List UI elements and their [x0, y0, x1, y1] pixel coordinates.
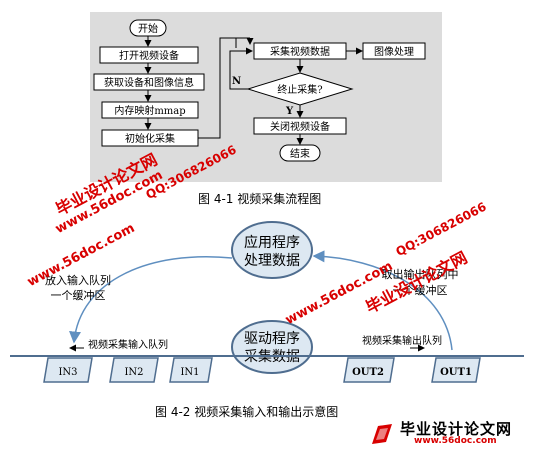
- app-node-line2: 处理数据: [244, 253, 300, 269]
- right-note-line2: 一个缓冲区: [393, 283, 448, 297]
- logo-icon: [372, 424, 392, 444]
- driver-node-line1: 驱动程序: [244, 331, 300, 347]
- input-buffer-in2: [109, 357, 159, 383]
- in1-label: IN1: [180, 367, 199, 378]
- input-buffer-in1: [169, 357, 213, 383]
- open-device-label: 打开视频设备: [119, 49, 179, 62]
- figure-4-2-caption: 图 4-2 视频采集输入和输出示意图: [155, 405, 339, 419]
- logo-text-cn: 毕业设计论文网: [400, 420, 513, 438]
- open-device-step: [99, 46, 199, 64]
- left-note-line2: 一个缓冲区: [51, 288, 106, 302]
- close-device-label: 关闭视频设备: [270, 120, 330, 133]
- get-info-label: 获取设备和图像信息: [104, 76, 194, 89]
- in2-label: IN2: [124, 367, 143, 378]
- figure-4-2-diagram: 应用程序 处理数据 驱动程序 采集数据 放入输入队列 一个缓冲区 取出输出队列中…: [0, 210, 534, 410]
- driver-capture-node: [231, 320, 313, 374]
- image-process-label: 图像处理: [374, 46, 414, 58]
- output-buffer-out1: [431, 357, 481, 383]
- end-label: 结束: [290, 147, 310, 160]
- stop-decision-label: 终止采集?: [277, 83, 322, 96]
- right-note-line1: 取出输出队列中: [382, 267, 459, 281]
- end-node: [279, 144, 321, 162]
- out2-label: OUT2: [352, 367, 384, 378]
- capture-data-label: 采集视频数据: [270, 45, 330, 58]
- input-buffer-in3: [43, 357, 93, 383]
- logo-text-url: www.56doc.com: [414, 436, 497, 446]
- in3-label: IN3: [58, 367, 77, 378]
- input-queue-label: 视频采集输入队列: [88, 338, 168, 351]
- get-info-step: [93, 73, 205, 91]
- out1-label: OUT1: [440, 367, 472, 378]
- output-queue-label: 视频采集输出队列: [362, 334, 442, 347]
- flowchart-svg: 开始 打开视频设备 获取设备和图像信息 内存映射mmap 初始化采集 采集视频数…: [93, 19, 426, 162]
- left-note-line1: 放入输入队列: [45, 273, 111, 287]
- mmap-step: [101, 101, 199, 119]
- image-process-step: [362, 42, 426, 60]
- yes-label: Y: [285, 106, 294, 117]
- app-node-line1: 应用程序: [244, 234, 300, 251]
- site-logo: 毕业设计论文网 www.56doc.com: [368, 418, 528, 448]
- queue-diagram-svg: 应用程序 处理数据 驱动程序 采集数据 放入输入队列 一个缓冲区 取出输出队列中…: [10, 221, 524, 383]
- no-label: N: [232, 76, 241, 87]
- app-process-node: [231, 221, 313, 279]
- start-label: 开始: [138, 22, 158, 35]
- mmap-label: 内存映射mmap: [114, 104, 185, 117]
- figure-4-1-flowchart: 开始 打开视频设备 获取设备和图像信息 内存映射mmap 初始化采集 采集视频数…: [90, 12, 442, 182]
- figure-4-1-caption: 图 4-1 视频采集流程图: [198, 192, 322, 206]
- output-buffer-out2: [343, 357, 395, 383]
- init-capture-label: 初始化采集: [125, 132, 175, 145]
